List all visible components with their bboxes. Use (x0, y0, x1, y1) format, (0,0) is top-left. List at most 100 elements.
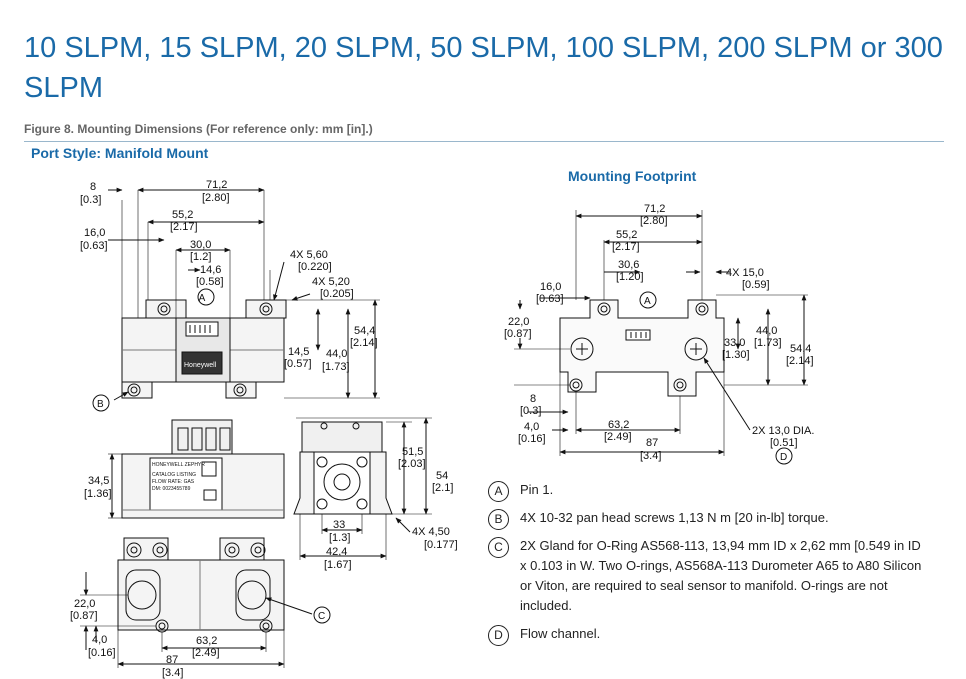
note-text: Flow channel. (520, 626, 601, 641)
port-style-heading: Port Style: Manifold Mount (31, 145, 209, 161)
dim-label: 54 (436, 470, 448, 482)
brand-logo-text: Honeywell (184, 362, 217, 369)
dim-label: 55,2 (616, 229, 637, 241)
footprint-text: 71,2 [2.80] 55,2 [2.17] 30,6 [1.20] 16,0… (504, 203, 814, 463)
dim-label: [0.16] (88, 647, 116, 659)
dim-label: [1.67] (324, 559, 352, 571)
dim-label: 8 (530, 393, 536, 405)
dim-label: [2.03] (398, 458, 426, 470)
dim-label: 63,2 (196, 635, 217, 647)
note-item: A Pin 1. (488, 480, 928, 502)
mount-hole-bl (127, 383, 141, 397)
top-view-text: 8 [0.3] 71,2 [2.80] 55,2 [2.17] 16,0 [0.… (80, 179, 378, 410)
dim-label: 16,0 (540, 281, 561, 293)
mount-hole-tl (157, 302, 171, 316)
note-text: 4X 10-32 pan head screws 1,13 N m [20 in… (520, 510, 829, 525)
dim-label: [0.177] (424, 539, 458, 551)
dim-label: 42,4 (326, 546, 347, 558)
dim-label: [0.220] (298, 261, 332, 273)
dim-label: [3.4] (640, 450, 661, 462)
dim-label: 55,2 (172, 209, 193, 221)
figure-caption: Figure 8. Mounting Dimensions (For refer… (24, 122, 373, 136)
note-badge: D (488, 625, 509, 646)
callout-a-label: A (199, 293, 206, 304)
bottom-view (80, 537, 331, 668)
callout-a-label: A (644, 296, 651, 307)
dim-label: 54,4 (790, 343, 811, 355)
footprint-view (514, 210, 808, 465)
note-badge: C (488, 537, 509, 558)
side-view-text: 34,5 [1.36] HONEYWELL ZEPHYR CATALOG LIS… (84, 462, 205, 500)
dim-label: 87 (166, 654, 178, 666)
top-view-pin-header (185, 321, 219, 337)
dim-label: 33,0 (724, 337, 745, 349)
note-item: D Flow channel. (488, 624, 928, 646)
callout-d-label: D (780, 452, 787, 463)
note-text: 2X Gland for O-Ring AS568-113, 13,94 mm … (520, 538, 922, 613)
dim-label: 51,5 (402, 446, 423, 458)
dim-label: 33 (333, 519, 345, 531)
note-item: C 2X Gland for O-Ring AS568-113, 13,94 m… (488, 536, 928, 616)
footprint-pin-header (625, 329, 651, 341)
end-view (293, 417, 432, 560)
dim-label: [2.80] (640, 215, 668, 227)
side-view (108, 419, 285, 519)
dim-label: [0.87] (70, 610, 98, 622)
dim-label: [0.3] (520, 405, 541, 417)
dim-label: [1.2] (190, 251, 211, 263)
label-line: FLOW RATE: GAS (152, 479, 195, 485)
callout-b-label: B (97, 399, 104, 410)
dim-label: [1.20] (616, 271, 644, 283)
note-text: Pin 1. (520, 482, 554, 497)
dim-label: [0.57] (284, 358, 312, 370)
dim-label: [1.3] (329, 532, 350, 544)
mount-hole-tr (259, 302, 273, 316)
dim-label: 87 (646, 437, 658, 449)
dim-label: [1.73] (322, 361, 350, 373)
dim-label: 44,0 (756, 325, 777, 337)
dim-label: [0.51] (770, 437, 798, 449)
dim-label: [2.17] (170, 221, 198, 233)
dim-label: [2.1] (432, 482, 453, 494)
dim-label: [0.87] (504, 328, 532, 340)
page-title: 10 SLPM, 15 SLPM, 20 SLPM, 50 SLPM, 100 … (24, 32, 943, 104)
label-line: HONEYWELL ZEPHYR (152, 462, 205, 468)
top-view (92, 187, 380, 412)
dim-label: 22,0 (508, 316, 529, 328)
note-badge: A (488, 481, 509, 502)
bottom-view-body (117, 559, 285, 631)
dim-label: 71,2 (206, 179, 227, 191)
callout-d-footprint (775, 447, 793, 465)
dim-label: [0.205] (320, 288, 354, 300)
dim-label: [2.80] (202, 192, 230, 204)
dim-label: [0.63] (80, 240, 108, 252)
dim-label: [2.49] (192, 647, 220, 659)
flow-channel-left (570, 337, 594, 361)
mounting-footprint-heading: Mounting Footprint (568, 168, 697, 184)
dim-label: 4X 4,50 (412, 526, 450, 538)
callout-a-top (197, 288, 215, 306)
dim-label: [1.36] (84, 488, 112, 500)
dim-label: 44,0 (326, 348, 347, 360)
o-ring-gland-right (237, 580, 267, 610)
dim-label: 14,6 (200, 264, 221, 276)
flow-channel-right (684, 337, 708, 361)
callout-c-bottom (313, 606, 331, 624)
dim-label: [0.16] (518, 433, 546, 445)
dim-label: [2.14] (786, 355, 814, 367)
dim-label: [2.17] (612, 241, 640, 253)
dim-label: [0.59] (742, 279, 770, 291)
dim-label: 4X 5,20 (312, 276, 350, 288)
dim-label: 16,0 (84, 227, 105, 239)
end-view-text: 51,5 [2.03] 54 [2.1] 33 [1.3] 42,4 [1.67… (324, 446, 458, 571)
dim-label: [1.30] (722, 349, 750, 361)
dim-label: 4,0 (524, 421, 539, 433)
callout-a-footprint (639, 291, 657, 309)
dim-label: 14,5 (288, 346, 309, 358)
label-line: CATALOG LISTING (152, 472, 196, 478)
dim-label: 2X 13,0 DIA. (752, 425, 814, 437)
caption-divider (24, 141, 944, 142)
dim-label: 4X 15,0 (726, 267, 764, 279)
product-label (149, 457, 223, 511)
